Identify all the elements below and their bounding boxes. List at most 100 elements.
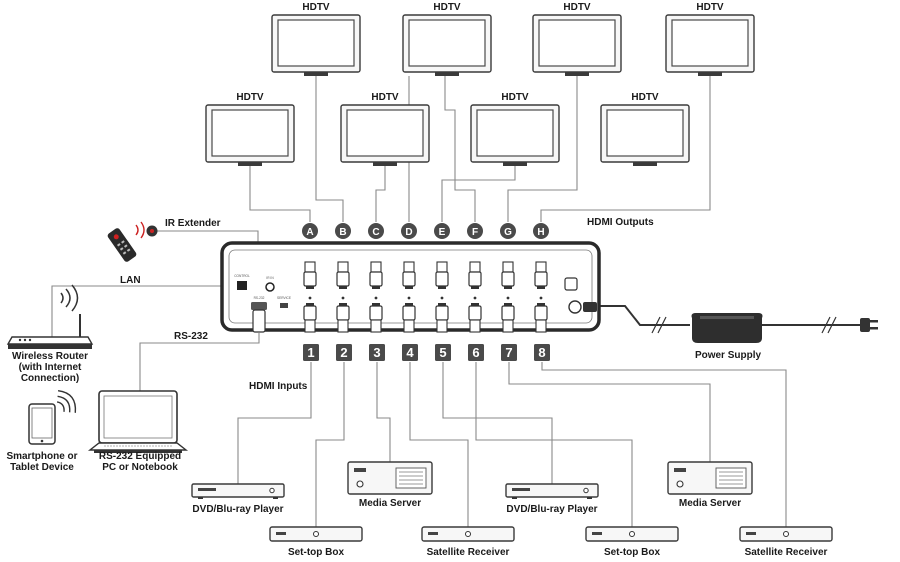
output-badge-c: C: [368, 223, 384, 239]
tv-stand-icon: [633, 162, 657, 166]
tv-screen: [606, 109, 684, 157]
input-badge-number: 8: [538, 345, 545, 360]
power-plug: [583, 302, 597, 312]
front-display: [592, 532, 602, 535]
hdmi-input-plug: [534, 305, 548, 321]
hdmi-output-plug: [468, 271, 482, 287]
wire-output-e: [441, 165, 516, 222]
phone-label-line2: Tablet Device: [10, 462, 74, 473]
input-badge-2: 2: [336, 344, 352, 361]
input-badge-square: [336, 344, 352, 361]
source-device-label: Media Server: [679, 498, 741, 509]
router-label-line1: Wireless Router: [12, 351, 88, 362]
front-knob: [629, 531, 635, 537]
hdmi-output-plug: [534, 271, 548, 287]
router-label-line2: (with Internet: [19, 362, 82, 373]
input-badge-8: 8: [534, 344, 550, 361]
output-badge-letter: H: [537, 227, 544, 238]
power-supply: [691, 313, 878, 343]
hdmi-input-port: [471, 303, 479, 306]
hdmi-output-cable: [403, 261, 415, 273]
hdmi-output-cable: [304, 261, 316, 273]
tv-screen: [538, 19, 616, 67]
source-device-label: Media Server: [359, 498, 421, 509]
hdmi-input-plug: [501, 305, 515, 321]
device-foot: [198, 497, 203, 499]
satellite-receiver-icon: Satellite Receiver: [421, 526, 515, 558]
server-display: [354, 468, 366, 472]
device-foot: [587, 497, 592, 499]
hdmi-input-cable: [469, 319, 481, 333]
hdmi-input-plug: [336, 305, 350, 321]
hdtv-d: HDTV: [402, 2, 492, 76]
hdtv-label: HDTV: [631, 92, 659, 103]
tv-screen: [671, 19, 749, 67]
power-adapter-icon: [691, 313, 763, 343]
connector-pair-6: [468, 261, 482, 333]
tv-screen: [277, 19, 355, 67]
tv-screen: [476, 109, 554, 157]
tv-screen: [408, 19, 486, 67]
hdtv-g: HDTV: [600, 92, 690, 166]
hdtv-label: HDTV: [236, 92, 264, 103]
input-badge-number: 2: [340, 345, 347, 360]
wire-output-h: [540, 76, 711, 222]
wire-input-1: [237, 362, 312, 484]
hdmi-input-plug: [369, 305, 383, 321]
input-badge-1: 1: [303, 344, 319, 361]
wire-output-f: [444, 76, 476, 222]
input-badge-number: 5: [439, 345, 446, 360]
hdtv-label: HDTV: [696, 2, 724, 13]
port-led: [407, 296, 411, 300]
port-led: [506, 296, 510, 300]
hdmi-output-plug: [402, 271, 416, 287]
tv-stand-icon: [435, 72, 459, 76]
hdmi-output-port: [372, 286, 380, 289]
device-foot: [273, 497, 278, 499]
wire-input-5: [442, 362, 553, 484]
hdmi-output-cable: [370, 261, 382, 273]
output-badge-letter: A: [306, 227, 313, 238]
server-display: [674, 468, 686, 472]
input-badge-6: 6: [468, 344, 484, 361]
hdmi-input-port: [339, 303, 347, 306]
output-badge-letter: C: [372, 227, 379, 238]
input-badge-number: 3: [373, 345, 380, 360]
hdmi-output-port: [405, 286, 413, 289]
source-device-label: Set-top Box: [604, 547, 661, 558]
hdmi-input-cable: [502, 319, 514, 333]
connector-pair-4: [402, 261, 416, 333]
hdmi-output-port: [537, 286, 545, 289]
hdmi-input-cable: [403, 319, 415, 333]
ac-plug-icon: [860, 318, 870, 332]
output-badge-circle: [500, 223, 516, 239]
port-led: [539, 296, 543, 300]
hdmi-outputs-label: HDMI Outputs: [587, 217, 654, 228]
dvd-chassis: [505, 483, 599, 498]
output-badge-letter: F: [472, 227, 478, 238]
hdtv-b: HDTV: [271, 2, 361, 76]
hdmi-output-plug: [303, 271, 317, 287]
hdmi-output-cable: [535, 261, 547, 273]
port-led: [341, 296, 345, 300]
hdmi-input-port: [372, 303, 380, 306]
wire-rs232: [139, 333, 260, 392]
power-switch: [564, 277, 578, 291]
tv-stand-icon: [304, 72, 328, 76]
front-display: [428, 532, 438, 535]
tv-stand-icon: [698, 72, 722, 76]
set-top-box-icon: Set-top Box: [585, 526, 679, 558]
connector-pair-1: [303, 261, 317, 333]
output-badge-g: G: [500, 223, 516, 239]
wires: [51, 76, 860, 530]
hdmi-input-cable: [535, 319, 547, 333]
set-top-box-icon: Set-top Box: [269, 526, 363, 558]
hdmi-input-plug: [402, 305, 416, 321]
input-badge-4: 4: [402, 344, 418, 361]
tv-stand-icon: [373, 162, 397, 166]
hdmi-input-port: [438, 303, 446, 306]
hdmi-input-plug: [468, 305, 482, 321]
remote-control-icon: [107, 228, 137, 262]
